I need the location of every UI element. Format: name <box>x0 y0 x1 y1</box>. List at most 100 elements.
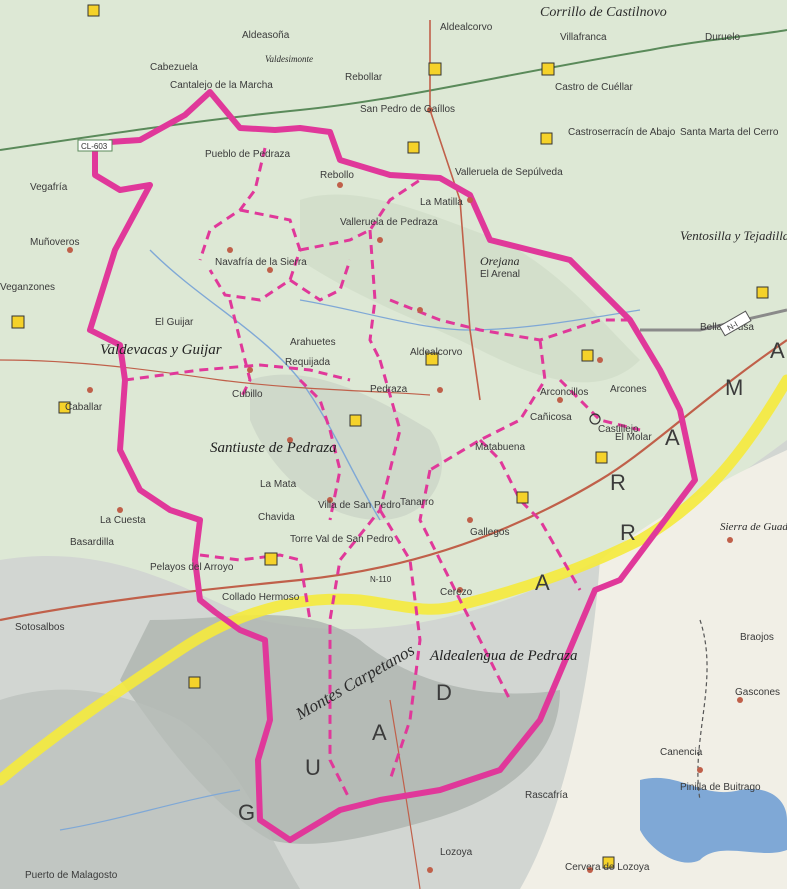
label-requijada: Requijada <box>285 357 330 368</box>
label-canicosa: Cañicosa <box>530 412 572 423</box>
church-icon <box>756 286 769 299</box>
label-region-u: U <box>305 755 325 780</box>
label-cubillo: Cubillo <box>232 389 263 400</box>
label-la-cuesta: La Cuesta <box>100 515 146 526</box>
highway-yellow <box>0 374 787 786</box>
label-ventosilla: Ventosilla y Tejadilla <box>680 228 787 243</box>
label-basardilla: Basardilla <box>70 537 114 548</box>
church-icon <box>602 856 615 869</box>
terrain-white-madrid <box>520 450 787 889</box>
road-shield-cl603 <box>77 139 113 152</box>
label-aldealcorvo2: Aldealcorvo <box>410 347 463 358</box>
church-icon <box>87 4 100 17</box>
label-santiuste: Santiuste de Pedraza <box>210 440 337 456</box>
church-icon <box>516 491 529 504</box>
label-region-a2: A <box>535 570 554 595</box>
label-region-r1: R <box>620 520 640 545</box>
reservoir-lozoya <box>640 777 787 863</box>
label-rascafria: Rascafría <box>525 790 568 801</box>
road-east-south <box>697 619 708 801</box>
road-cl603 <box>0 29 787 151</box>
label-aldealengua: Aldealengua de Pedraza <box>429 648 577 664</box>
label-valdevacas: Valdevacas y Guijar <box>100 342 222 358</box>
label-matabuena: Matabuena <box>475 442 525 453</box>
river-3 <box>59 789 241 831</box>
label-veganzones: Veganzones <box>0 282 55 293</box>
label-valdesimonte: Valdesimonte <box>265 54 313 64</box>
label-guijar: El Guijar <box>155 317 194 328</box>
label-navafria: Navafría de la Sierra <box>215 257 307 268</box>
label-munoveros: Muñoveros <box>30 237 79 248</box>
label-region-d: D <box>436 680 456 705</box>
label-castroserna: Castroserracín de Abajo <box>568 127 676 138</box>
label-sotosalbos: Sotosalbos <box>15 622 64 633</box>
label-aldealcorvo: Aldealcorvo <box>440 22 493 33</box>
road-south <box>389 699 421 889</box>
road-west <box>0 359 431 396</box>
label-torre-val: Torre Val de San Pedro <box>290 534 394 545</box>
label-el-molar: El Molar <box>615 432 652 443</box>
label-arcones: Arcones <box>610 384 647 395</box>
label-tanarro: Tanarro <box>400 497 434 508</box>
label-castro: Castro de Cuéllar <box>555 82 633 93</box>
municipal-borders <box>124 147 641 801</box>
label-region-a1: A <box>372 720 391 745</box>
label-pelayos: Pelayos del Arroyo <box>150 562 234 573</box>
church-icon <box>349 414 362 427</box>
label-arahuetes: Arahuetes <box>290 337 336 348</box>
label-pedraza: Pedraza <box>370 384 408 395</box>
label-arenal: El Arenal <box>480 269 520 280</box>
label-puerto: Puerto de Malagosto <box>25 870 118 881</box>
river-1 <box>149 249 381 521</box>
label-castillejo: Castillejo <box>598 424 639 435</box>
label-cervera: Cervera de Lozoya <box>565 862 650 873</box>
label-aldeasona: Aldeasoña <box>242 30 290 41</box>
road-n110 <box>0 339 787 622</box>
label-arconcillos: Arconcillos <box>540 387 588 398</box>
castle-icon <box>425 352 439 366</box>
label-region-m: M <box>725 375 747 400</box>
label-chavida: Chavida <box>258 512 295 523</box>
label-cabezuela: Cabezuela <box>150 62 198 73</box>
poi-icons <box>11 4 769 869</box>
church-icon <box>58 401 71 414</box>
monument-icon <box>11 315 25 329</box>
monastery-icon <box>589 413 601 425</box>
label-rebollo: Rebollo <box>320 170 354 181</box>
label-santa-marta: Santa Marta del Cerro <box>680 127 779 138</box>
label-sierra: Sierra de Guadarrama <box>720 521 787 533</box>
village-markers <box>67 107 743 873</box>
label-orejana: Orejana <box>480 254 520 268</box>
label-valleruela-pedraza: Valleruela de Pedraza <box>340 217 438 228</box>
church-icon <box>595 451 608 464</box>
label-gallegos: Gallegos <box>470 527 509 538</box>
label-rebollar: Rebollar <box>345 72 383 83</box>
road-shield-n1 <box>718 310 752 337</box>
label-matilla: La Matilla <box>420 197 463 208</box>
label-puebla: Pueblo de Pedraza <box>205 149 291 160</box>
label-cantalejo: Cantalejo de la Marcha <box>170 80 273 91</box>
label-san-pedro-gaillos: San Pedro de Gaíllos <box>360 104 455 115</box>
castle-icon <box>264 552 278 566</box>
label-region-a4: A <box>770 338 787 363</box>
castle-icon <box>541 62 555 76</box>
label-cerezo: Cerezo <box>440 587 473 598</box>
label-vegafria: Vegafría <box>30 182 68 193</box>
label-villafranca: Villafranca <box>560 32 607 43</box>
church-icon <box>540 132 553 145</box>
label-pinilla: Pinilla de Buitrago <box>680 782 761 793</box>
castle-icon <box>428 62 442 76</box>
comarca-border <box>87 89 698 843</box>
label-canencia: Canencia <box>660 747 703 758</box>
label-lozoya: Lozoya <box>440 847 473 858</box>
label-braojos: Braojos <box>740 632 774 643</box>
terrain-mountains-2 <box>0 689 300 889</box>
label-duruelo: Duruelo <box>705 32 740 43</box>
label-collado: Collado Hermoso <box>222 592 300 603</box>
label-villaruela: Valleruela de Sepúlveda <box>455 167 563 178</box>
road-n1 <box>640 308 787 332</box>
label-region-a3: A <box>665 425 684 450</box>
label-caballar: Caballar <box>65 402 103 413</box>
road-label-n110: N-110 <box>370 575 392 584</box>
